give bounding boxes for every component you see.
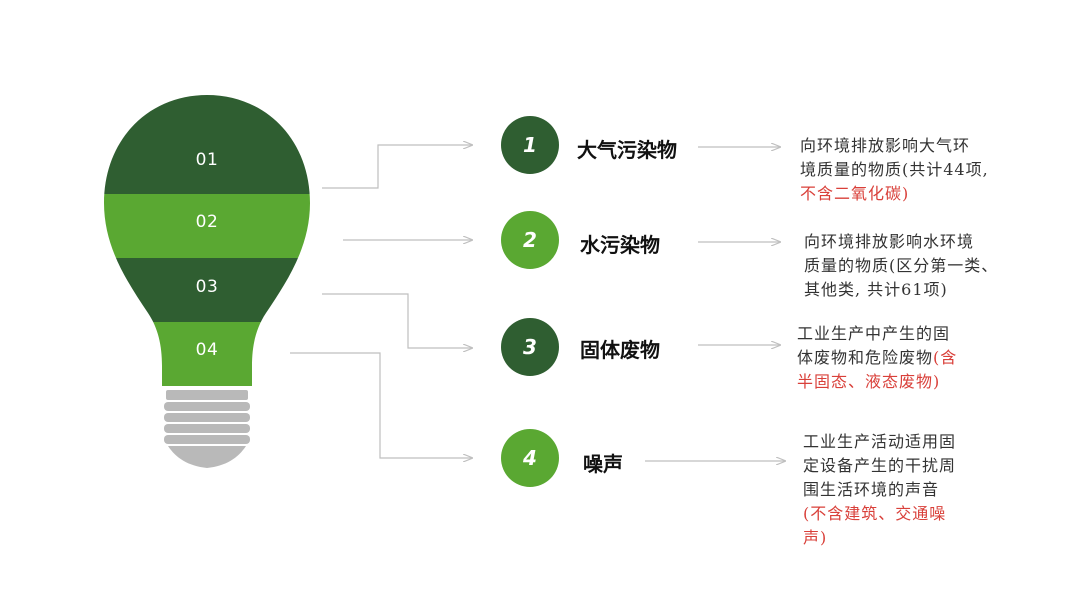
item-1-number-circle: 1 — [501, 116, 559, 174]
connector-4 — [290, 352, 472, 458]
connector-3 — [322, 293, 472, 348]
description-line: (不含建筑、交通噪 — [803, 502, 1075, 526]
description-segment: 工业生产活动适用固 — [803, 432, 957, 451]
description-line: 境质量的物质(共计44项, — [800, 158, 1072, 182]
bulb-band-label-02: 02 — [195, 212, 219, 232]
description-segment: 向环境排放影响大气环 — [800, 136, 971, 155]
description-segment: 质量的物质(区分第一类、 — [804, 256, 999, 275]
bulb-band-01 — [104, 95, 310, 194]
description-line: 工业生产中产生的固 — [797, 322, 1069, 346]
item-1-description: 向环境排放影响大气环境质量的物质(共计44项, 不含二氧化碳) — [800, 134, 1072, 206]
description-segment: 围生活环境的声音 — [803, 480, 940, 499]
description-line: 定设备产生的干扰周 — [803, 454, 1075, 478]
description-segment: 向环境排放影响水环境 — [804, 232, 975, 251]
description-line: 围生活环境的声音 — [803, 478, 1075, 502]
bulb-band-label-03: 03 — [195, 277, 219, 297]
item-4-description: 工业生产活动适用固定设备产生的干扰周围生活环境的声音 (不含建筑、交通噪声) — [803, 430, 1075, 550]
description-segment: 半固态、液态废物) — [797, 372, 941, 391]
item-3-number-circle: 3 — [501, 318, 559, 376]
item-2-title: 水污染物 — [580, 233, 660, 257]
description-line: 质量的物质(区分第一类、 — [804, 254, 1076, 278]
description-line: 工业生产活动适用固 — [803, 430, 1075, 454]
description-line: 体废物和危险废物(含 — [797, 346, 1069, 370]
description-segment: 体废物和危险废物 — [797, 348, 934, 367]
bulb-band-label-04: 04 — [195, 340, 219, 360]
description-line: 向环境排放影响水环境 — [804, 230, 1076, 254]
item-2-description: 向环境排放影响水环境质量的物质(区分第一类、其他类, 共计61项) — [804, 230, 1076, 302]
bulb-socket — [164, 390, 250, 468]
description-line: 不含二氧化碳) — [800, 182, 1072, 206]
description-line: 其他类, 共计61项) — [804, 278, 1076, 302]
connector-1 — [322, 145, 472, 189]
item-3-description: 工业生产中产生的固体废物和危险废物(含半固态、液态废物) — [797, 322, 1069, 394]
item-3-title: 固体废物 — [580, 338, 660, 362]
item-1-title: 大气污染物 — [577, 138, 677, 162]
description-segment: (含 — [933, 348, 958, 367]
description-segment: 境质量的物质(共计44项, — [800, 160, 989, 179]
bulb-band-02 — [104, 194, 310, 258]
item-4-title: 噪声 — [583, 452, 623, 476]
connector-lines — [290, 145, 785, 461]
description-line: 声) — [803, 526, 1075, 550]
description-line: 半固态、液态废物) — [797, 370, 1069, 394]
description-segment: 其他类, 共计61项) — [804, 280, 948, 299]
description-segment: 工业生产中产生的固 — [797, 324, 951, 343]
description-segment: 不含二氧化碳) — [800, 184, 910, 203]
item-4-number-circle: 4 — [501, 429, 559, 487]
description-segment: 声) — [803, 528, 828, 547]
bulb-band-label-01: 01 — [195, 150, 219, 170]
item-2-number-circle: 2 — [501, 211, 559, 269]
description-segment: 定设备产生的干扰周 — [803, 456, 957, 475]
description-line: 向环境排放影响大气环 — [800, 134, 1072, 158]
description-segment: (不含建筑、交通噪 — [803, 504, 947, 523]
